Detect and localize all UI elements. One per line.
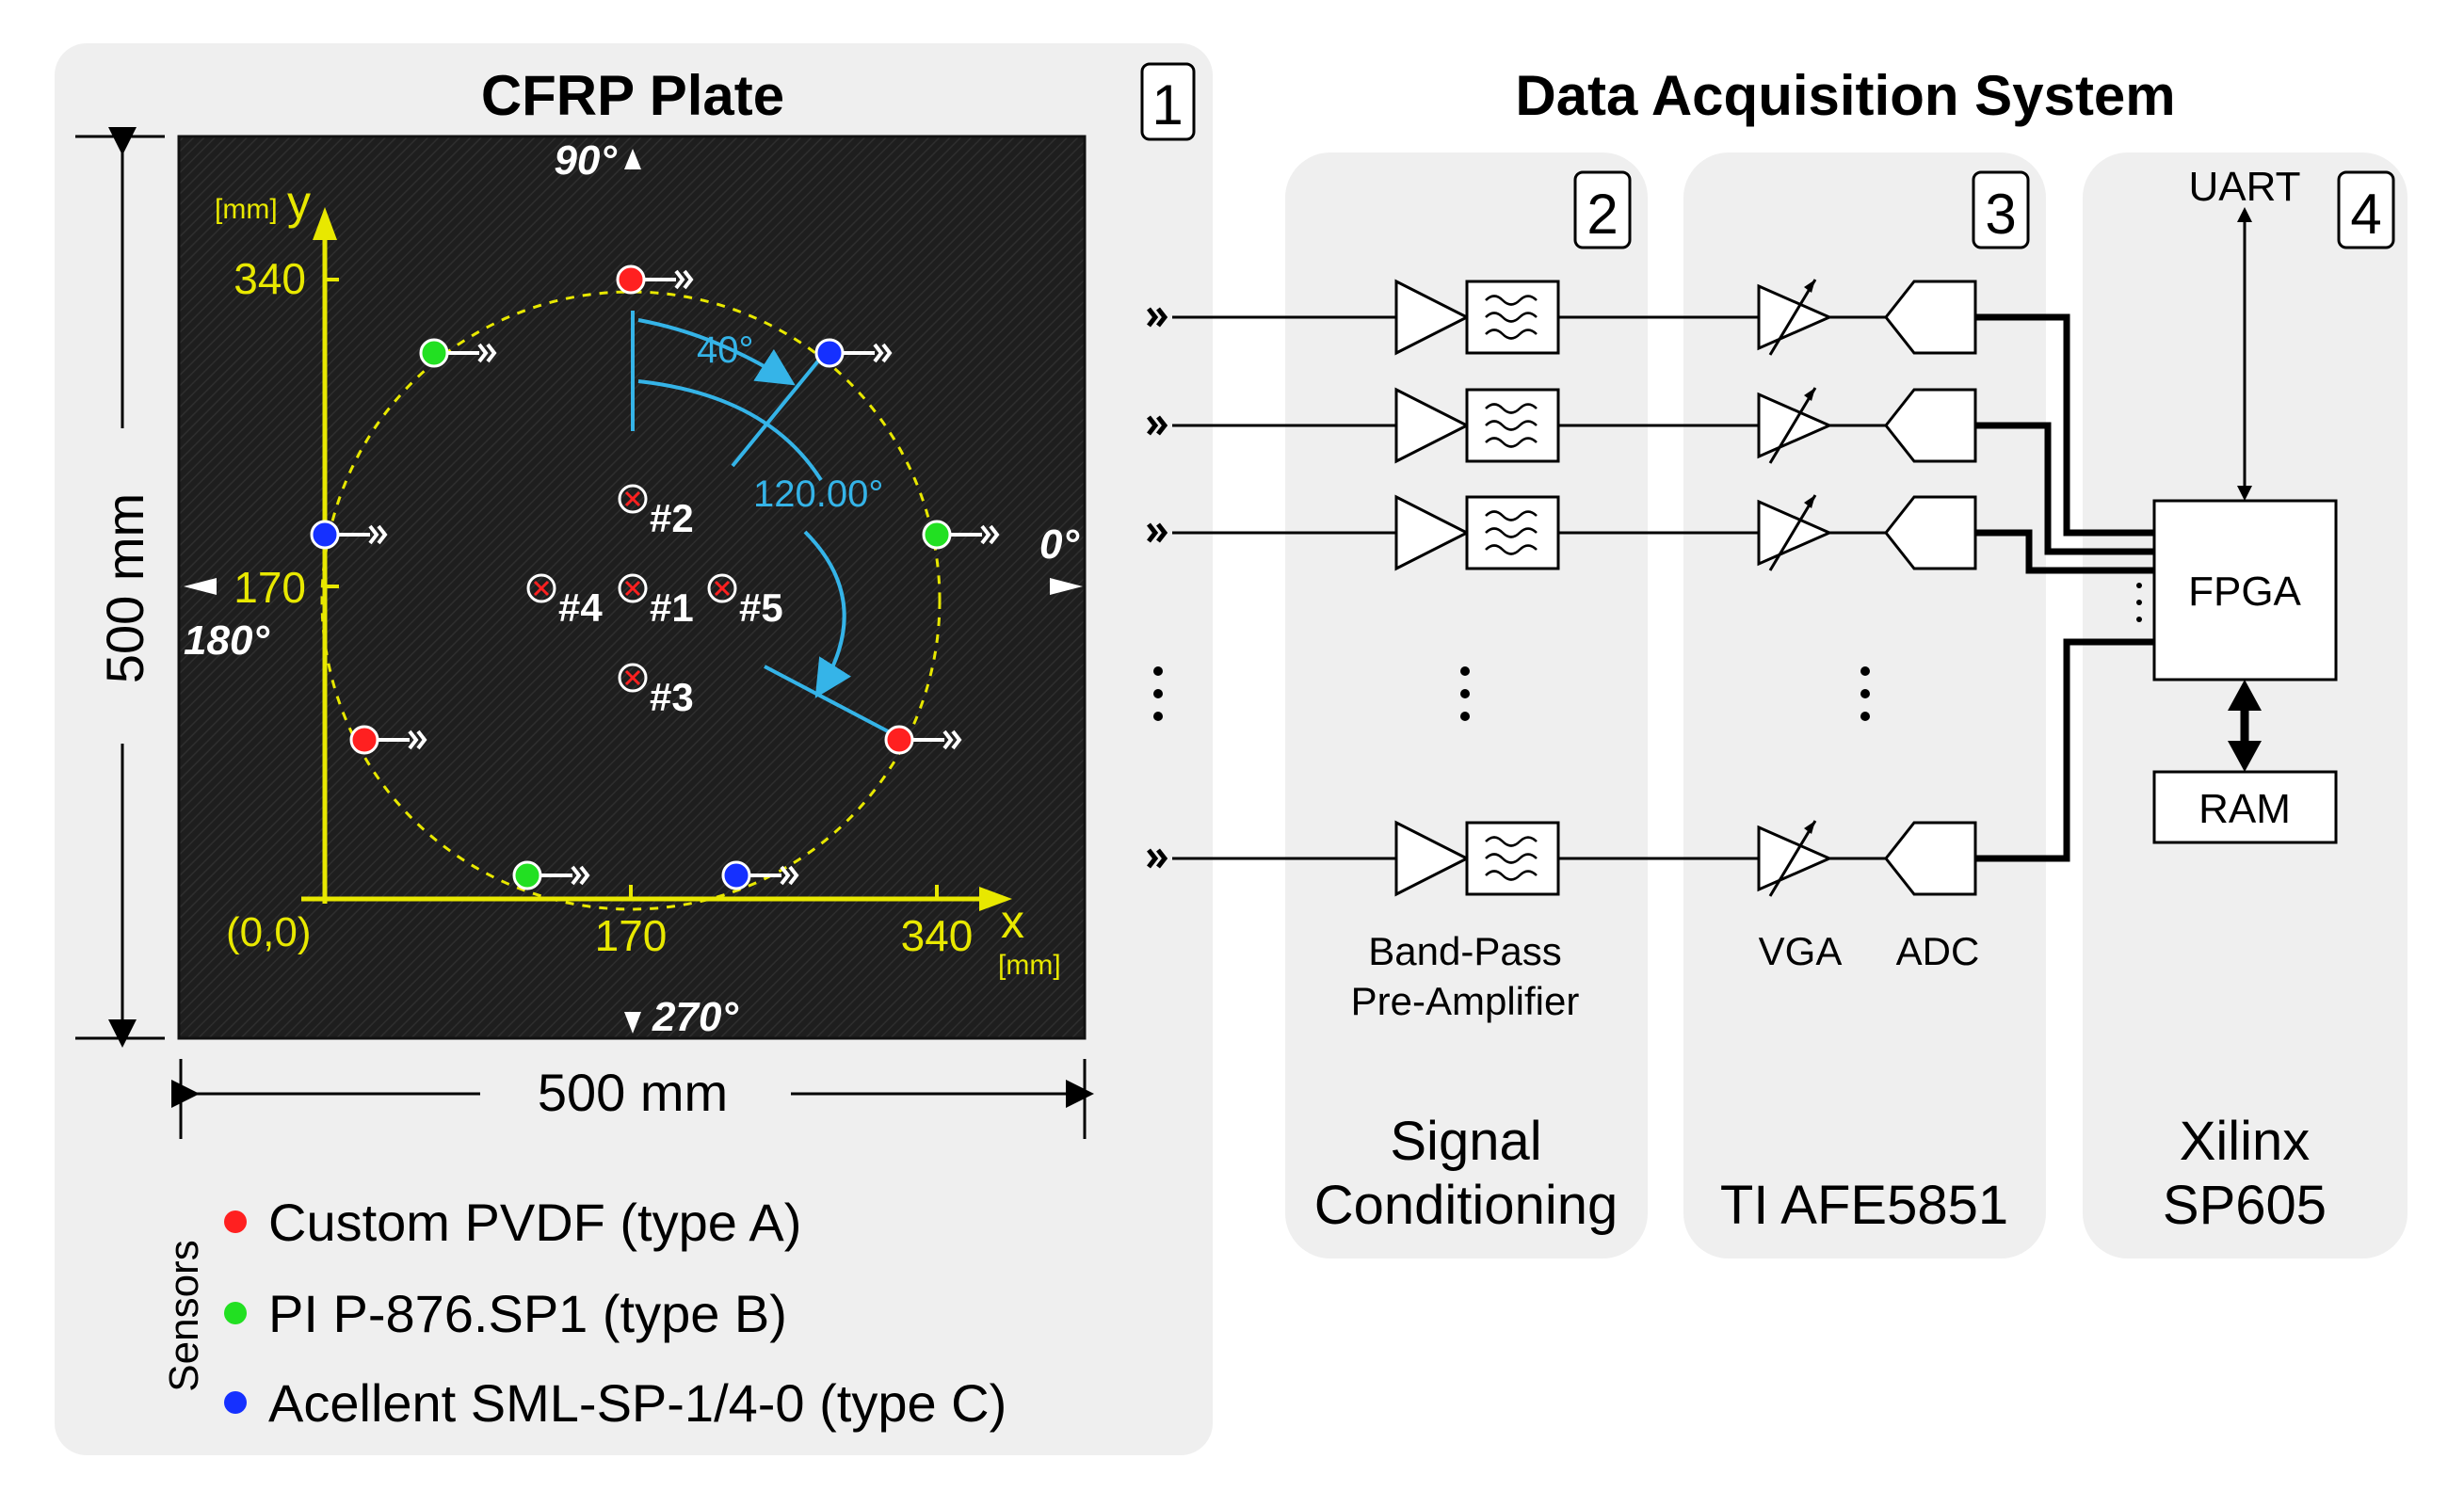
panel-number-1: 1 bbox=[1151, 73, 1183, 136]
sensor-c-180 bbox=[310, 520, 387, 550]
block-number-box-3 bbox=[1972, 170, 2030, 249]
fpga-label: FPGA bbox=[2188, 569, 2301, 615]
angle-annotation bbox=[631, 311, 891, 734]
block-number-4: 4 bbox=[2350, 183, 2381, 246]
damage-2 bbox=[618, 484, 648, 514]
y-tick-170: 170 bbox=[234, 563, 306, 612]
angle-90-marker bbox=[624, 149, 641, 169]
damage-3-label: #3 bbox=[650, 675, 694, 719]
adc-label: ADC bbox=[1896, 929, 1980, 973]
legend-label-c: Acellent SML-SP-1/4-0 (type C) bbox=[268, 1373, 1007, 1433]
sensor-b-250 bbox=[512, 860, 589, 890]
ram-box bbox=[2152, 770, 2338, 844]
vertical-dimension-label: 500 mm bbox=[95, 493, 154, 683]
legend-dot-a bbox=[224, 1210, 247, 1233]
block-number-2: 2 bbox=[1586, 183, 1618, 246]
block-number-3: 3 bbox=[1985, 183, 2016, 246]
legend-label-a: Custom PVDF (type A) bbox=[268, 1193, 801, 1252]
channel-3 bbox=[1149, 493, 1977, 572]
das-title: Data Acquisition System bbox=[1515, 64, 2175, 127]
xilinx-line1: Xilinx bbox=[2180, 1111, 2311, 1172]
legend-dot-b bbox=[224, 1302, 247, 1324]
damage-markers bbox=[526, 484, 737, 693]
horizontal-dimension-label: 500 mm bbox=[538, 1063, 728, 1122]
angle-0-label: 0° bbox=[1039, 521, 1079, 568]
vertical-dimension bbox=[75, 127, 165, 1048]
uart-label: UART bbox=[2189, 164, 2301, 210]
ram-label: RAM bbox=[2198, 786, 2291, 832]
sensor-c-290 bbox=[721, 860, 798, 890]
damage-5-label: #5 bbox=[739, 585, 783, 630]
angle-270-marker bbox=[624, 1012, 641, 1034]
adc-fpga-buses bbox=[1975, 313, 2154, 862]
damage-3 bbox=[618, 663, 648, 693]
y-axis-unit: [mm] bbox=[215, 194, 278, 225]
y-tick-340: 340 bbox=[234, 254, 306, 303]
y-axis bbox=[313, 207, 339, 904]
origin-label: (0,0) bbox=[226, 909, 311, 955]
uart-link bbox=[2237, 207, 2252, 501]
legend-label-b: PI P-876.SP1 (type B) bbox=[268, 1284, 787, 1343]
angle-270-label: 270° bbox=[652, 994, 738, 1040]
angle-120-label: 120.00° bbox=[753, 473, 883, 515]
x-axis bbox=[301, 885, 1012, 911]
fpga-ram-link bbox=[2228, 680, 2262, 772]
angle-180-label: 180° bbox=[184, 617, 269, 664]
sensor-c-50 bbox=[814, 338, 892, 368]
damage-1 bbox=[618, 573, 648, 603]
xilinx-line2: SP605 bbox=[2163, 1175, 2327, 1236]
damage-1-label: #1 bbox=[650, 585, 694, 630]
panel-number-box-1 bbox=[1140, 62, 1196, 141]
angle-180-marker bbox=[184, 578, 217, 595]
x-axis-unit: [mm] bbox=[998, 950, 1061, 981]
legend-dot-c bbox=[224, 1391, 247, 1414]
damage-4-label: #4 bbox=[558, 585, 603, 630]
sensor-b-0 bbox=[922, 520, 999, 550]
preamp-label: Pre-Amplifier bbox=[1351, 979, 1580, 1023]
sensor-a-210 bbox=[349, 725, 427, 755]
afe-footer: TI AFE5851 bbox=[1720, 1175, 2008, 1236]
channel-2 bbox=[1149, 386, 1977, 465]
sensor-b-130 bbox=[419, 338, 496, 368]
bandpass-label: Band-Pass bbox=[1368, 929, 1561, 973]
angle-40-label: 40° bbox=[697, 329, 754, 371]
channel-n bbox=[1149, 819, 1977, 898]
signal-conditioning-line1: Signal bbox=[1390, 1111, 1541, 1172]
fpga-box bbox=[2152, 499, 2338, 681]
sensor-a-330 bbox=[884, 725, 961, 755]
x-tick-170: 170 bbox=[595, 911, 668, 960]
x-axis-label: x bbox=[1001, 895, 1024, 948]
cfrp-plate-title: CFRP Plate bbox=[481, 64, 784, 127]
damage-2-label: #2 bbox=[650, 496, 694, 540]
sensor-circle bbox=[320, 290, 942, 911]
block-number-box-2 bbox=[1573, 170, 1632, 249]
legend-title: Sensors bbox=[161, 1240, 207, 1391]
horizontal-dimension bbox=[171, 1059, 1094, 1139]
damage-5 bbox=[707, 573, 737, 603]
block-number-box-4 bbox=[2337, 170, 2395, 249]
channel-ellipsis bbox=[1153, 583, 2142, 721]
vga-label: VGA bbox=[1759, 929, 1843, 973]
angle-0-marker bbox=[1050, 578, 1083, 595]
damage-4 bbox=[526, 573, 556, 603]
sensor-a-90 bbox=[616, 265, 693, 295]
angle-90-label: 90° bbox=[554, 137, 617, 184]
sensors bbox=[310, 265, 999, 890]
y-axis-label: y bbox=[287, 176, 311, 229]
x-tick-340: 340 bbox=[901, 911, 974, 960]
signal-conditioning-line2: Conditioning bbox=[1314, 1175, 1618, 1236]
channel-1 bbox=[1149, 278, 1977, 357]
